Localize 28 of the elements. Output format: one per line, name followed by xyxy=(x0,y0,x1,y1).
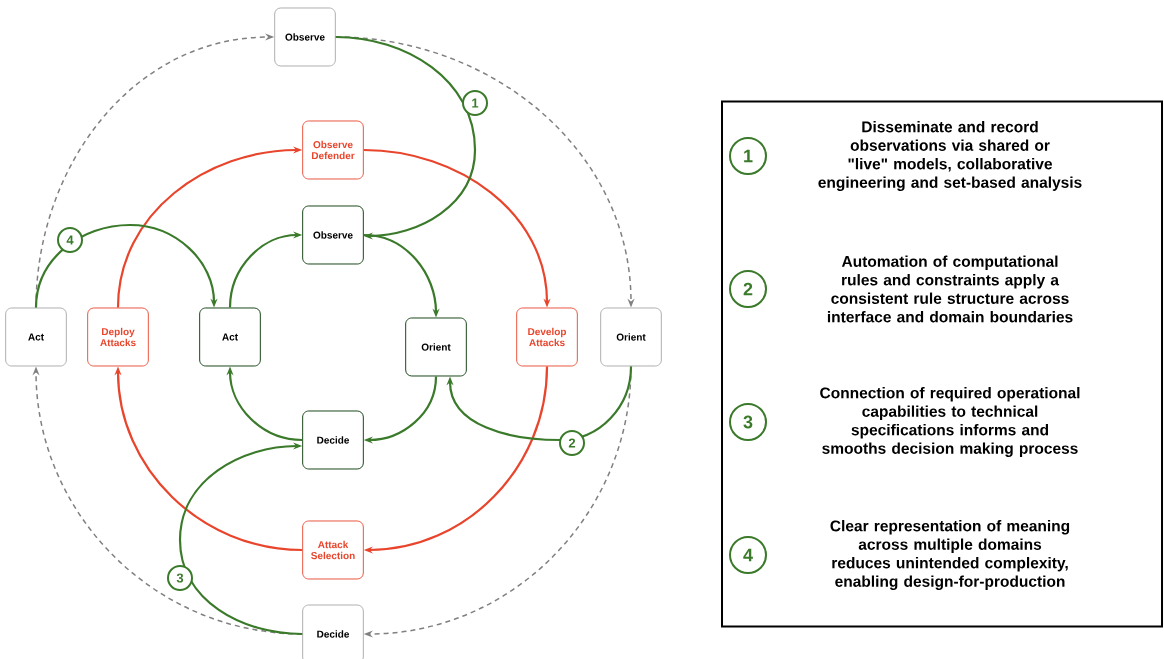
arrow xyxy=(335,35,477,240)
number-badge: 4 xyxy=(729,536,767,574)
process-box: Observe xyxy=(302,205,364,265)
edge-label: 1 xyxy=(472,98,479,108)
process-box: Act xyxy=(5,307,67,367)
description-text: Clear representation of meaning across multiple domains reduces unintended complexity, enabling design-for-production xyxy=(830,520,1070,590)
description-text: Automation of computational rules and constraints apply a consistent rule structure across interface and domain boundaries xyxy=(827,255,1073,323)
number-badge: 1 xyxy=(729,137,767,175)
edge-label: 2 xyxy=(568,438,576,448)
edge-label: 4 xyxy=(66,235,74,245)
process-box: Observe Defender xyxy=(302,120,364,180)
description-text: Disseminate and record observations via shared or "live" models, collaborative engineering and set-based analysis xyxy=(818,121,1082,191)
process-box: Attack Selection xyxy=(302,520,364,580)
process-box: Deploy Attacks xyxy=(87,307,149,367)
process-box: Orient xyxy=(600,307,662,367)
process-box: Develop Attacks xyxy=(516,307,578,367)
arrow xyxy=(178,442,303,636)
process-box: Decide xyxy=(302,604,364,659)
number-badge: 2 xyxy=(729,270,767,308)
process-box: Orient xyxy=(405,317,467,377)
number-badge: 3 xyxy=(729,403,767,441)
edge-label: 3 xyxy=(176,573,184,583)
process-box: Decide xyxy=(302,410,364,470)
process-box: Observe xyxy=(274,7,336,67)
description-text: Connection of required operational capabilities to technical specifications informs and smooths decision making process xyxy=(820,387,1080,457)
arrow xyxy=(34,223,218,308)
arrow xyxy=(446,366,633,442)
process-box: Act xyxy=(199,307,261,367)
